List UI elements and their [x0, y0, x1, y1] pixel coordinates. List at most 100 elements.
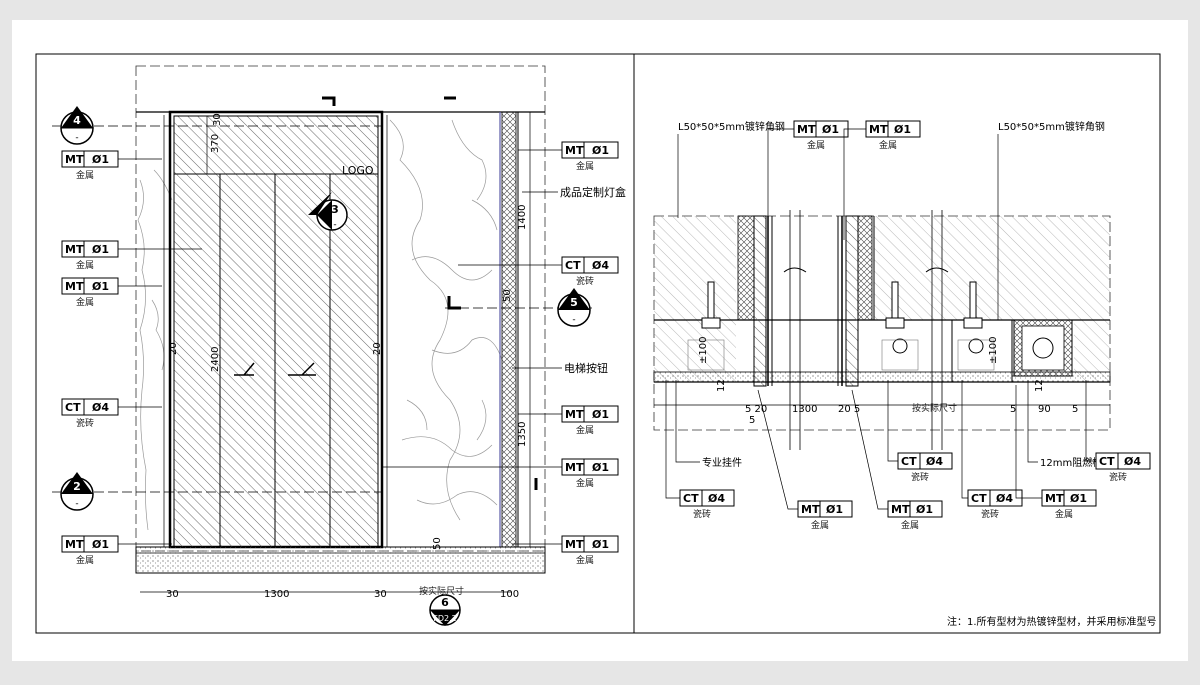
side-column [501, 111, 517, 548]
svg-text:Ø1: Ø1 [826, 503, 843, 516]
tag-mt-6: MT Ø1 金属 [518, 405, 619, 436]
svg-text:MT: MT [565, 408, 584, 421]
sheet-border [35, 53, 1161, 634]
svg-text:5: 5 [570, 296, 578, 309]
svg-text:CT: CT [683, 492, 699, 505]
svg-text:-: - [333, 220, 336, 230]
svg-text:金属: 金属 [76, 259, 94, 271]
svg-text:Ø1: Ø1 [92, 153, 109, 166]
note-elevator-button: 电梯按钮 [564, 361, 608, 375]
actual-size-left: 按实际尺寸 [419, 585, 464, 597]
svg-text:Ø4: Ø4 [592, 259, 609, 272]
dim-20-right: 20 [372, 342, 383, 355]
door-side-right [329, 173, 379, 548]
svg-text:MT: MT [65, 153, 84, 166]
svg-text:Ø1: Ø1 [592, 538, 609, 551]
dim-20-5: 20 5 [838, 404, 860, 415]
actual-size-right: 按实际尺寸 [912, 402, 957, 414]
door-side-left [173, 173, 221, 548]
dim-5-a: 5 [749, 415, 755, 426]
tag-mt-11: MT Ø1 金属 [757, 389, 853, 531]
dim-1300: 1300 [264, 589, 289, 600]
svg-text:金属: 金属 [576, 160, 594, 172]
svg-text:金属: 金属 [76, 554, 94, 566]
section-mark-6: 6 FD2.2 [429, 594, 461, 626]
section-mark-3: 3 - [308, 192, 348, 231]
floor-slab [135, 546, 546, 574]
tag-mt-13: MT Ø1 金属 [1015, 385, 1097, 520]
svg-text:金属: 金属 [576, 477, 594, 489]
dim-30-right: 30 [374, 589, 387, 600]
section-mark-5: 5 - [557, 288, 591, 327]
dim-90: 90 [1038, 404, 1051, 415]
svg-text:MT: MT [65, 280, 84, 293]
svg-text:Ø4: Ø4 [708, 492, 725, 505]
svg-text:Ø1: Ø1 [92, 538, 109, 551]
dim-30-left: 30 [166, 589, 179, 600]
svg-text:Ø1: Ø1 [1070, 492, 1087, 505]
svg-text:金属: 金属 [576, 424, 594, 436]
dim-50-bottom: 50 [432, 537, 443, 550]
svg-text:CT: CT [901, 455, 917, 468]
svg-text:金属: 金属 [811, 519, 829, 531]
tag-mt-8: MT Ø1 金属 [512, 535, 619, 566]
svg-text:瓷砖: 瓷砖 [1109, 471, 1127, 483]
door-handle-left [234, 362, 255, 376]
svg-text:MT: MT [797, 123, 816, 136]
svg-text:瓷砖: 瓷砖 [576, 275, 594, 287]
left-elevation: LOGO 370 2400 1400 1350 20 20 50 50 30 3… [52, 65, 626, 626]
svg-text:MT: MT [65, 243, 84, 256]
dim-5-b: 5 [1010, 404, 1016, 415]
svg-text:Ø1: Ø1 [592, 461, 609, 474]
note-hanger: 专业挂件 [702, 456, 742, 469]
door-leaf-left [219, 173, 276, 548]
svg-text:-: - [75, 133, 78, 143]
svg-text:Ø4: Ø4 [92, 401, 109, 414]
svg-text:金属: 金属 [1055, 508, 1073, 520]
svg-text:MT: MT [565, 461, 584, 474]
svg-text:金属: 金属 [901, 519, 919, 531]
svg-text:Ø1: Ø1 [92, 280, 109, 293]
dim-1350: 1350 [517, 422, 528, 447]
dim-pm100-b: ±100 [988, 337, 999, 364]
svg-text:MT: MT [1045, 492, 1064, 505]
svg-text:CT: CT [565, 259, 581, 272]
dim-50: 50 [502, 289, 513, 302]
svg-text:Ø1: Ø1 [592, 144, 609, 157]
svg-text:金属: 金属 [807, 139, 825, 151]
svg-text:CT: CT [971, 492, 987, 505]
svg-text:3: 3 [331, 203, 339, 216]
logo-text: LOGO [342, 164, 374, 177]
svg-text:FD2.2: FD2.2 [433, 614, 456, 623]
svg-text:金属: 金属 [76, 169, 94, 181]
footnote: 注：1.所有型材为热镀锌型材，并采用标准型号 [947, 615, 1157, 628]
svg-text:金属: 金属 [879, 139, 897, 151]
note-lightbox: 成品定制灯盒 [560, 185, 626, 199]
dim-1300-right: 1300 [792, 404, 817, 415]
svg-text:Ø1: Ø1 [92, 243, 109, 256]
section-mark-4: 4 - [60, 106, 94, 145]
right-section-detail: 5 20 1300 20 5 90 5 5 5 按实际尺寸 ±100 ±100 … [653, 120, 1157, 628]
dim-pm100-a: ±100 [698, 337, 709, 364]
tag-mt-12: MT Ø1 金属 [851, 389, 943, 531]
svg-text:瓷砖: 瓷砖 [981, 508, 999, 520]
svg-text:CT: CT [65, 401, 81, 414]
note-board: 12mm阻燃板 [1040, 456, 1102, 469]
svg-text:Ø4: Ø4 [1124, 455, 1141, 468]
svg-text:Ø1: Ø1 [822, 123, 839, 136]
drawing-sheet: LOGO 370 2400 1400 1350 20 20 50 50 30 3… [12, 20, 1188, 661]
svg-text:MT: MT [65, 538, 84, 551]
dim-20-left: 20 [168, 342, 179, 355]
steel-angle-left: L50*50*5mm镀锌角钢 [678, 120, 785, 133]
dim-12-a: 12 [716, 379, 727, 392]
tag-mt-5: MT Ø1 金属 [518, 141, 619, 172]
svg-text:Ø1: Ø1 [916, 503, 933, 516]
cad-drawing: LOGO 370 2400 1400 1350 20 20 50 50 30 3… [35, 53, 1161, 634]
svg-text:MT: MT [565, 144, 584, 157]
svg-text:-: - [572, 315, 575, 325]
svg-text:MT: MT [869, 123, 888, 136]
tag-mt-3: MT Ø1 金属 [61, 277, 162, 308]
tag-mt-1: MT Ø1 金属 [61, 150, 162, 181]
svg-text:Ø1: Ø1 [592, 408, 609, 421]
svg-text:Ø1: Ø1 [894, 123, 911, 136]
